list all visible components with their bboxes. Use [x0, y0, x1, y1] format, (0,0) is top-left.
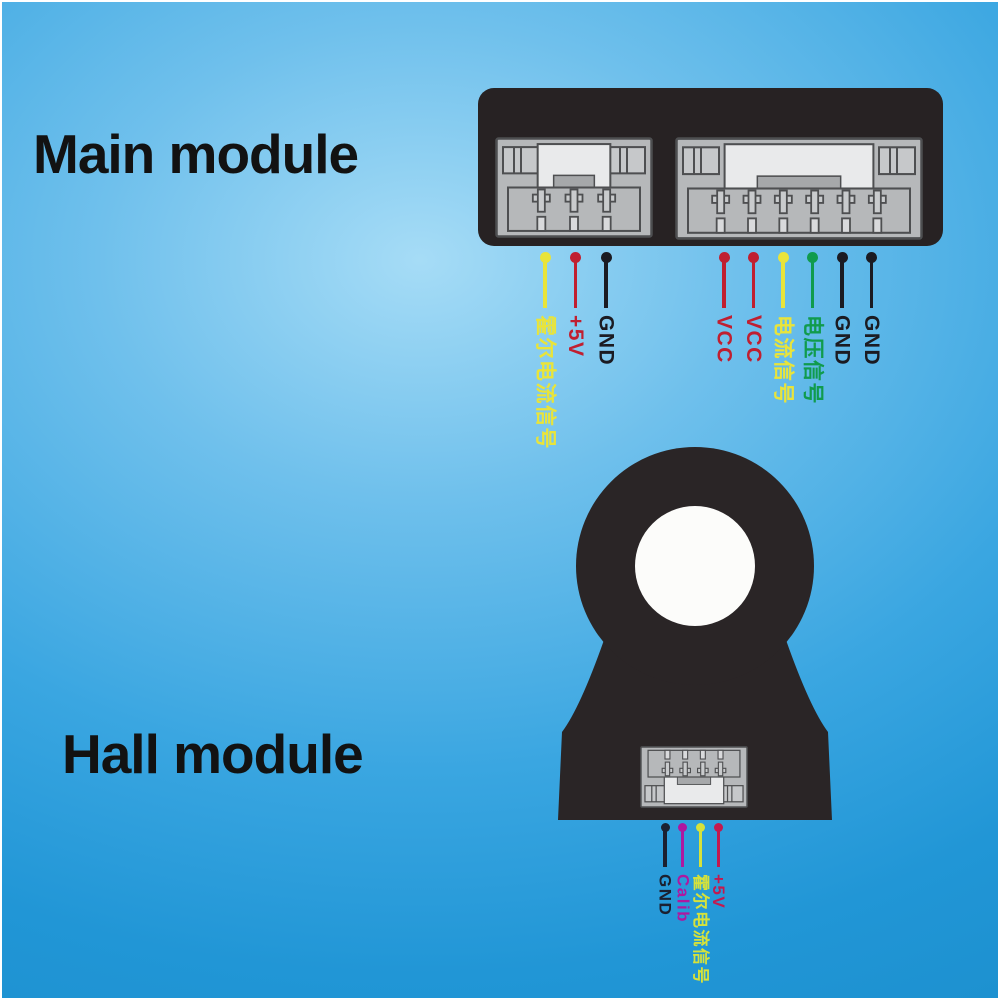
wire-stem	[810, 262, 815, 308]
wire-dot	[539, 252, 551, 263]
wire-stem	[840, 262, 844, 308]
wire-stem	[573, 262, 578, 308]
wire-stem	[663, 831, 667, 867]
wire-stem	[699, 831, 703, 867]
pin-label: 霍尔电流信号	[691, 874, 711, 985]
pin-wire: 电流信号	[771, 252, 795, 405]
wire-dot	[866, 252, 877, 263]
pin-wire: GND	[830, 252, 854, 366]
wire-dot	[678, 823, 688, 832]
pin-label: 电流信号	[771, 315, 795, 405]
wire-stem	[681, 831, 685, 867]
wire-stem	[722, 262, 726, 308]
pin-wire: Calib	[671, 823, 695, 923]
wire-dot	[570, 252, 581, 263]
pin-wire: +5V	[564, 252, 588, 357]
pin-label: VCC	[742, 315, 765, 364]
wire-stem	[604, 262, 608, 308]
hall-body	[558, 640, 832, 820]
pin-label: +5V	[708, 874, 728, 910]
pin-wire: GND	[860, 252, 884, 366]
pin-label: +5V	[564, 315, 587, 358]
pin-wire: +5V	[706, 823, 730, 909]
pin-wire: VCC	[742, 252, 766, 364]
wire-dot	[807, 252, 818, 263]
pin-label: GND	[655, 874, 675, 917]
wire-stem	[869, 262, 874, 308]
hall-module-title: Hall module	[62, 723, 364, 785]
pin-label: GND	[830, 315, 854, 367]
pin-label: VCC	[712, 315, 736, 364]
wire-stem	[716, 831, 720, 867]
wire-stem	[781, 262, 785, 308]
pin-wire: GND	[653, 823, 677, 916]
main-module-title: Main module	[33, 123, 359, 185]
wire-dot	[713, 823, 723, 832]
wire-dot	[660, 823, 670, 832]
pin-label: Calib	[673, 874, 693, 924]
hall-connector	[640, 746, 748, 808]
pin-wire: 霍尔电流信号	[689, 823, 713, 985]
pin-label: 霍尔电流信号	[533, 315, 557, 450]
main-right-connector	[675, 137, 923, 240]
wire-stem	[543, 262, 547, 308]
pin-wire: VCC	[712, 252, 736, 364]
wire-dot	[718, 252, 730, 263]
pin-label: 电压信号	[801, 315, 824, 405]
pin-label: GND	[594, 315, 618, 367]
wire-stem	[751, 262, 756, 308]
main-module-graphic	[478, 88, 943, 246]
hall-module-graphic	[558, 447, 832, 820]
pin-wire: 霍尔电流信号	[533, 252, 557, 450]
wire-dot	[600, 252, 612, 263]
wire-dot	[777, 252, 789, 263]
wire-dot	[696, 823, 706, 832]
hall-ring-hole	[635, 506, 755, 626]
pin-label: GND	[860, 315, 883, 367]
pin-wire: GND	[594, 252, 618, 366]
pin-wire: 电压信号	[801, 252, 825, 405]
wire-dot	[748, 252, 759, 263]
wire-dot	[836, 252, 848, 263]
main-left-connector	[495, 137, 653, 238]
